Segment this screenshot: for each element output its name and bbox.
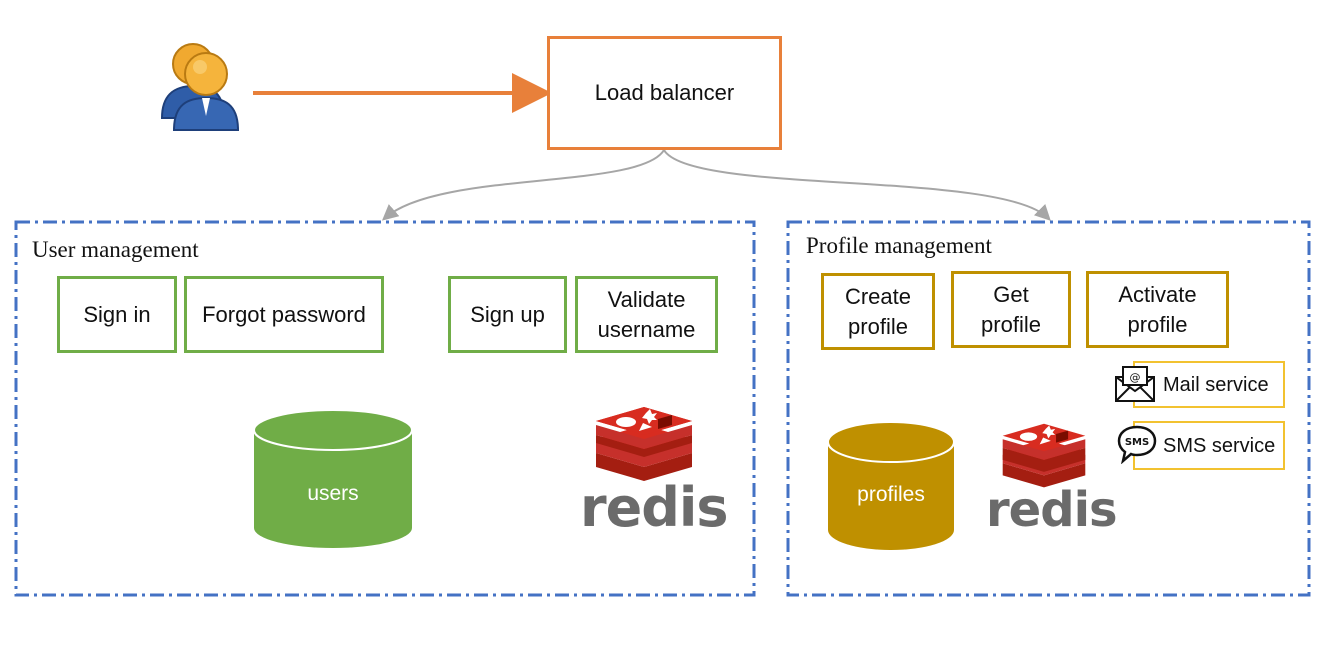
redis-logo-text: redis <box>580 476 729 539</box>
activate-profile-service[interactable]: Activate profile <box>1086 271 1229 348</box>
lb-to-user-mgmt-connector <box>381 149 665 221</box>
validate-username-service[interactable]: Validate username <box>575 276 718 353</box>
redis-logo-text: redis <box>986 482 1118 538</box>
load-balancer-label: Load balancer <box>594 80 735 105</box>
users-database-label: users <box>307 482 359 505</box>
service-label: Forgot password <box>202 301 366 327</box>
sign-up-service[interactable]: Sign up <box>448 276 567 353</box>
sms-icon: SMS <box>1117 425 1157 464</box>
redis-logo-icon <box>596 407 692 481</box>
redis-logo-icon <box>1002 423 1086 488</box>
get-profile-service[interactable]: Get profile <box>951 271 1071 348</box>
service-label: Sign in <box>83 301 151 327</box>
users-database-icon <box>253 409 413 548</box>
service-label: Activate profile <box>1118 281 1197 337</box>
users-icon <box>160 43 240 131</box>
service-label: Sign up <box>470 301 545 327</box>
mail-service-label: Mail service <box>1163 373 1269 396</box>
forgot-password-service[interactable]: Forgot password <box>184 276 384 353</box>
lb-to-profile-mgmt-connector <box>663 149 1051 221</box>
mail-service[interactable]: Mail service <box>1133 361 1285 408</box>
sms-service-label: SMS service <box>1163 434 1276 457</box>
profile-management-panel <box>786 220 1311 597</box>
mail-icon: @ <box>1115 366 1155 402</box>
service-label: Get profile <box>981 281 1041 337</box>
svg-text:SMS: SMS <box>1125 437 1149 448</box>
sms-service[interactable]: SMS service <box>1133 421 1285 470</box>
service-label: Validate username <box>597 286 696 342</box>
user-management-title: User management <box>32 237 199 262</box>
user-management-panel <box>14 220 756 597</box>
profile-management-title: Profile management <box>806 233 992 258</box>
sign-in-service[interactable]: Sign in <box>57 276 177 353</box>
create-profile-service[interactable]: Create profile <box>821 273 935 350</box>
profiles-database-label: profiles <box>857 483 925 506</box>
load-balancer-box[interactable]: Load balancer <box>547 36 782 150</box>
service-label: Create profile <box>844 283 912 339</box>
svg-text:@: @ <box>1130 371 1141 384</box>
profiles-database-icon <box>827 421 955 550</box>
